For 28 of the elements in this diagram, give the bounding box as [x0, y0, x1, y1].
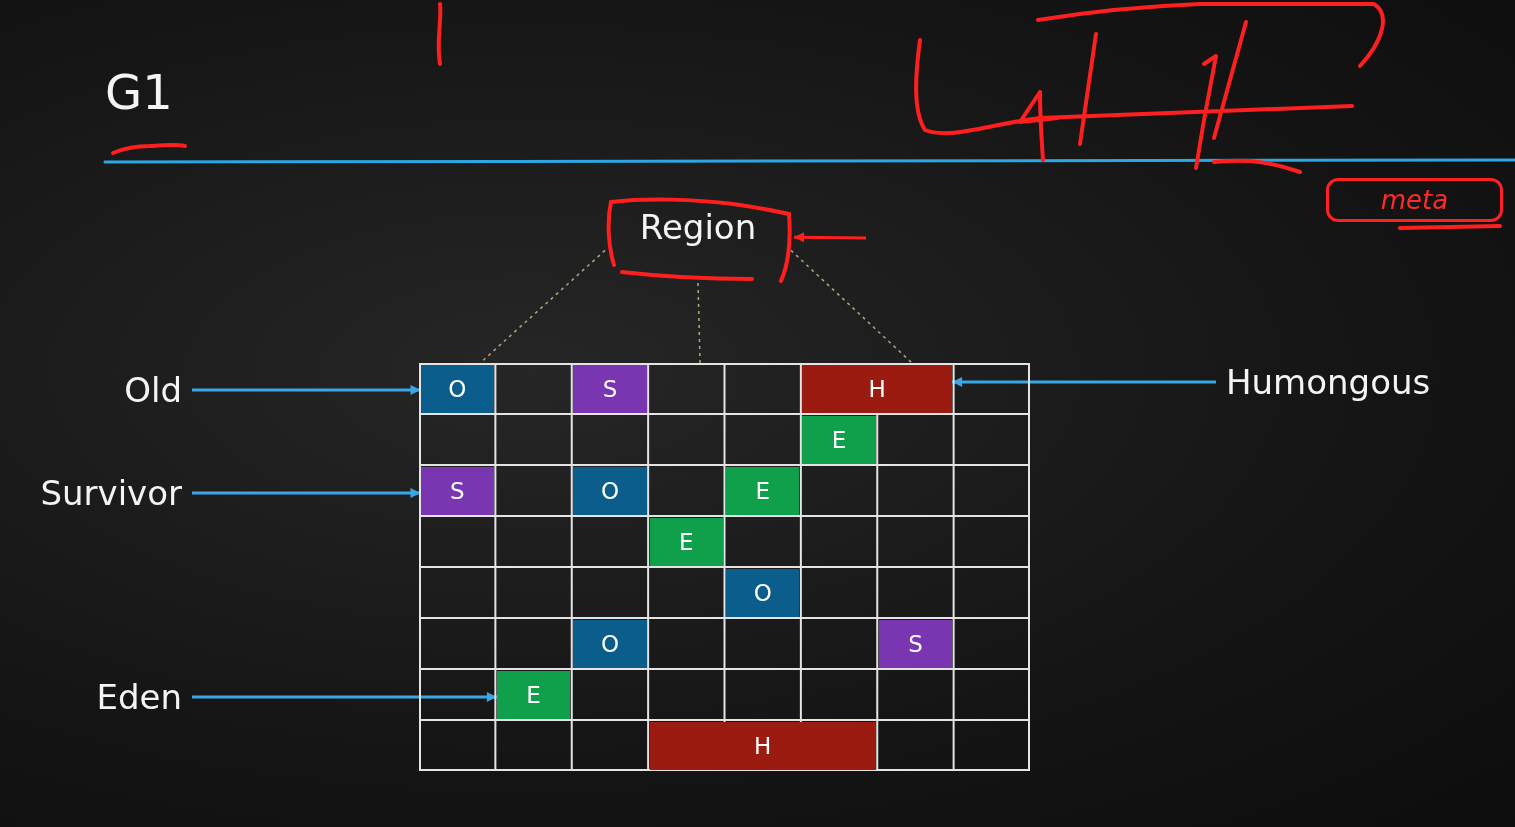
- region-tile: H: [649, 721, 876, 770]
- dotted-line: [697, 282, 701, 364]
- category-label: Old: [124, 370, 182, 410]
- category-label: Eden: [96, 677, 182, 717]
- region-tile: E: [496, 670, 571, 719]
- arrow: [192, 385, 421, 395]
- arrow: [192, 692, 497, 702]
- region-tile: E: [726, 466, 800, 515]
- dotted-line: [790, 249, 913, 364]
- arrow: [952, 377, 1216, 387]
- region-tile: O: [420, 364, 494, 413]
- circled-label: Region: [605, 195, 791, 283]
- arrow: [192, 488, 421, 498]
- region-tile: S: [420, 466, 494, 515]
- region-tile: E: [649, 517, 723, 566]
- category-label: Humongous: [1226, 362, 1431, 402]
- region-tile: S: [573, 364, 647, 413]
- region-tile: O: [726, 568, 800, 617]
- title: G1: [105, 64, 173, 120]
- region-tile: E: [802, 415, 876, 464]
- handwritten-note: meta: [1326, 178, 1503, 222]
- region-tile: H: [802, 364, 953, 413]
- region-tile: O: [573, 619, 647, 668]
- region-tile: O: [573, 466, 647, 515]
- category-label: Survivor: [40, 473, 182, 513]
- arrow: [794, 232, 866, 243]
- region-grid: [419, 363, 1030, 771]
- region-tile: S: [878, 619, 953, 668]
